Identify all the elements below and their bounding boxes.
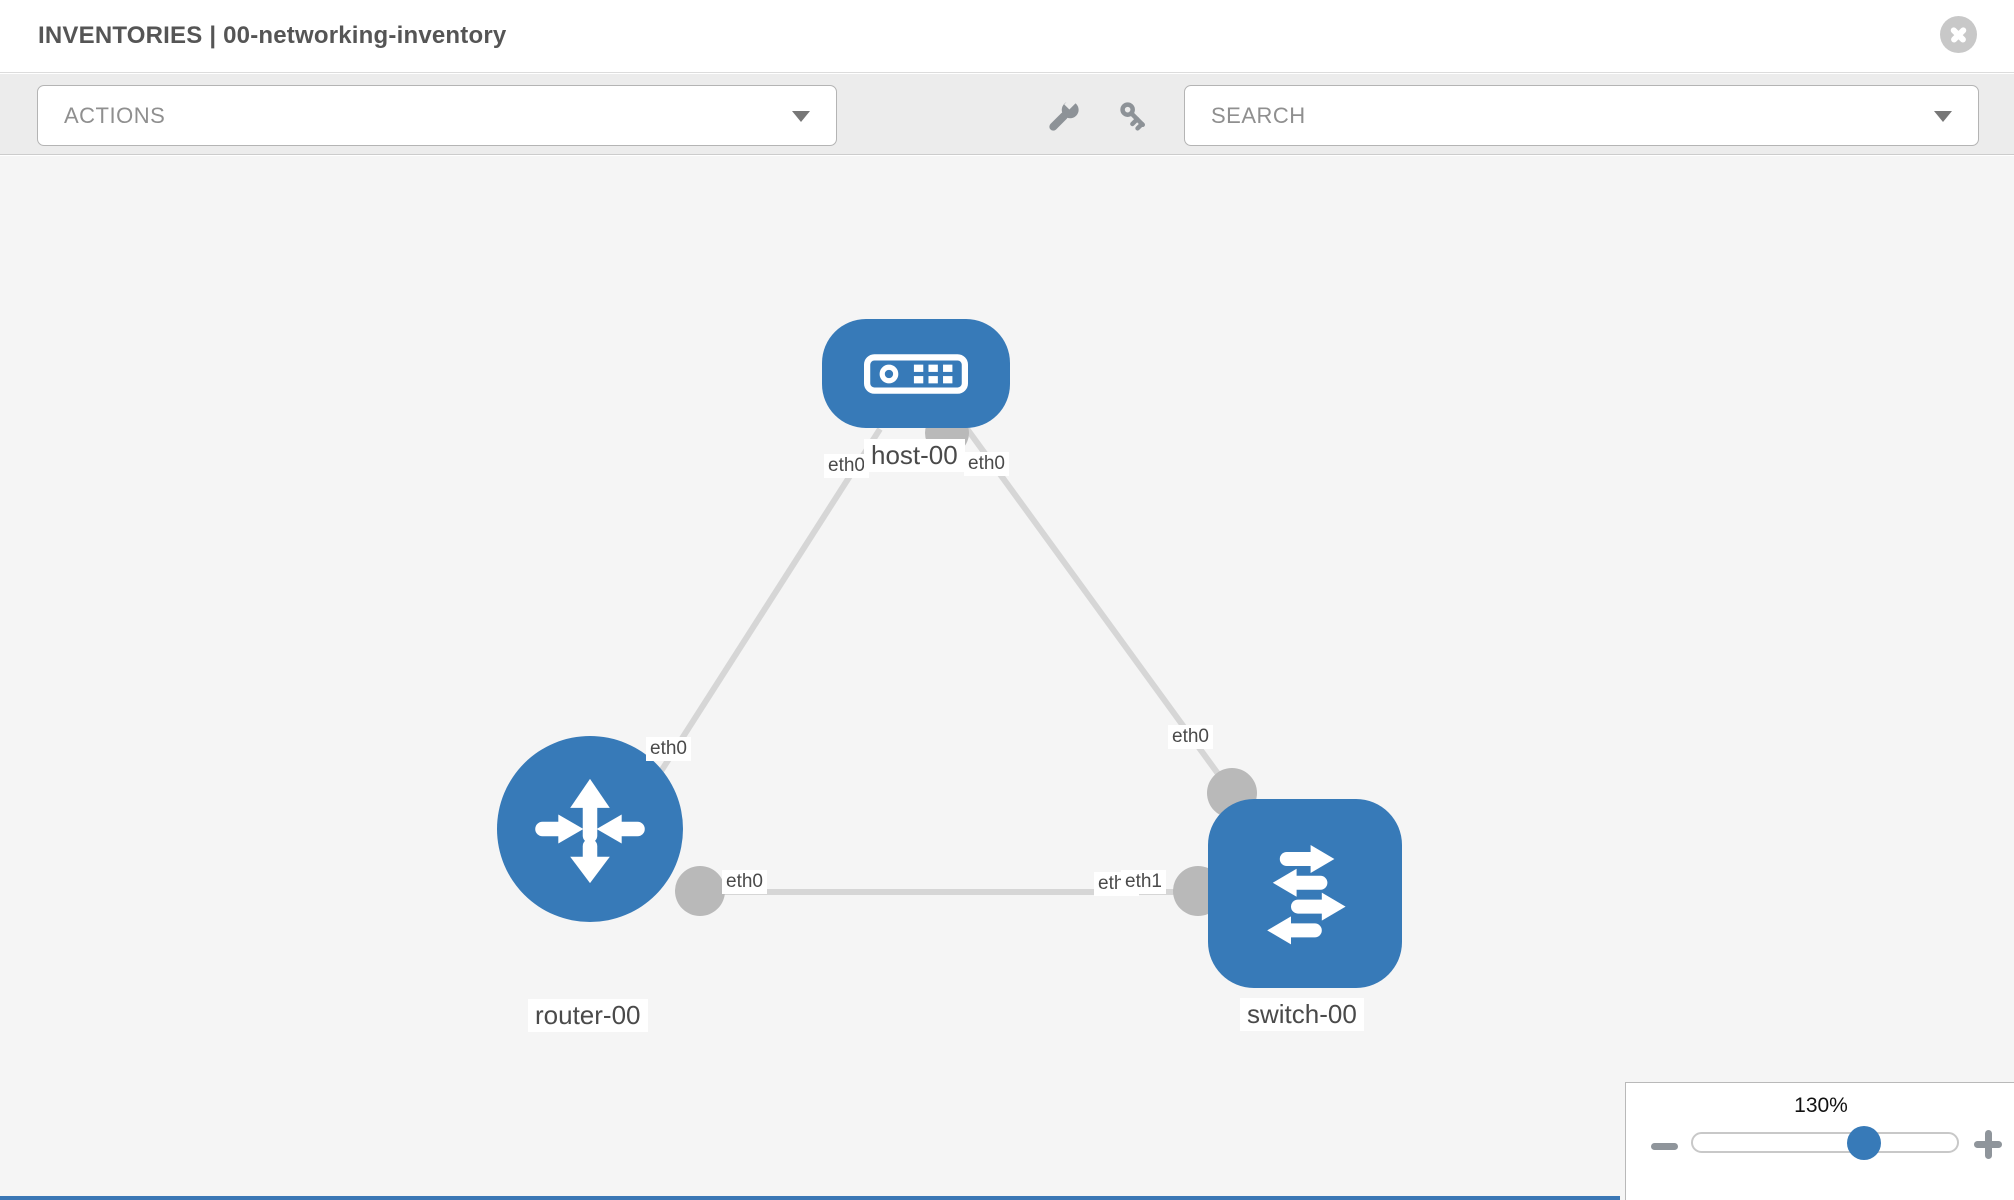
page-title: INVENTORIES | 00-networking-inventory — [38, 22, 507, 49]
zoom-slider-track[interactable] — [1691, 1132, 1959, 1153]
zoom-level-value: 130% — [1794, 1094, 1848, 1117]
zoom-control-panel: 130% — [1625, 1082, 2014, 1200]
iface-label-switch-to-host: eth0 — [1168, 725, 1213, 749]
node-switch-00[interactable] — [1208, 799, 1402, 988]
iface-label-host-to-router: eth0 — [824, 454, 869, 478]
host-icon — [864, 353, 968, 394]
node-label-switch: switch-00 — [1240, 998, 1364, 1031]
switch-icon — [1267, 844, 1346, 944]
configure-button[interactable] — [1042, 96, 1086, 136]
port-router-eth0[interactable] — [675, 866, 725, 916]
chevron-down-icon — [792, 110, 810, 122]
iface-label-router-to-host: eth0 — [646, 737, 691, 761]
actions-dropdown[interactable]: ACTIONS — [37, 85, 837, 146]
topology-canvas[interactable]: eth0 eth0 eth0 eth0 eth0 eth0 eth1 host-… — [0, 156, 2014, 1200]
router-icon — [535, 778, 645, 884]
app-header: INVENTORIES | 00-networking-inventory — [0, 0, 2014, 73]
chevron-down-icon — [1934, 110, 1952, 122]
node-label-router: router-00 — [528, 999, 648, 1032]
node-label-host: host-00 — [864, 439, 965, 472]
credentials-button[interactable] — [1112, 96, 1156, 136]
wrench-icon — [1049, 98, 1080, 131]
plus-icon — [1984, 1130, 1992, 1159]
toolbar: ACTIONS SEARCH — [0, 74, 2014, 155]
zoom-in-button[interactable] — [1966, 1123, 2010, 1167]
close-button[interactable] — [1940, 16, 1977, 53]
node-router-00[interactable] — [497, 736, 683, 922]
minus-icon — [1651, 1143, 1678, 1150]
iface-label-switch-to-router: eth1 — [1121, 870, 1166, 894]
links-layer — [607, 424, 1235, 895]
actions-dropdown-label: ACTIONS — [64, 102, 166, 128]
iface-label-host-to-switch: eth0 — [964, 452, 1009, 476]
iface-label-router-to-switch: eth0 — [722, 870, 767, 894]
search-dropdown[interactable]: SEARCH — [1184, 85, 1979, 146]
footer-accent-bar — [0, 1196, 1620, 1200]
key-icon — [1120, 102, 1146, 131]
node-host-00[interactable] — [822, 319, 1010, 428]
zoom-out-button[interactable] — [1643, 1132, 1685, 1160]
zoom-slider-thumb[interactable] — [1847, 1126, 1881, 1160]
search-dropdown-label: SEARCH — [1211, 102, 1306, 128]
